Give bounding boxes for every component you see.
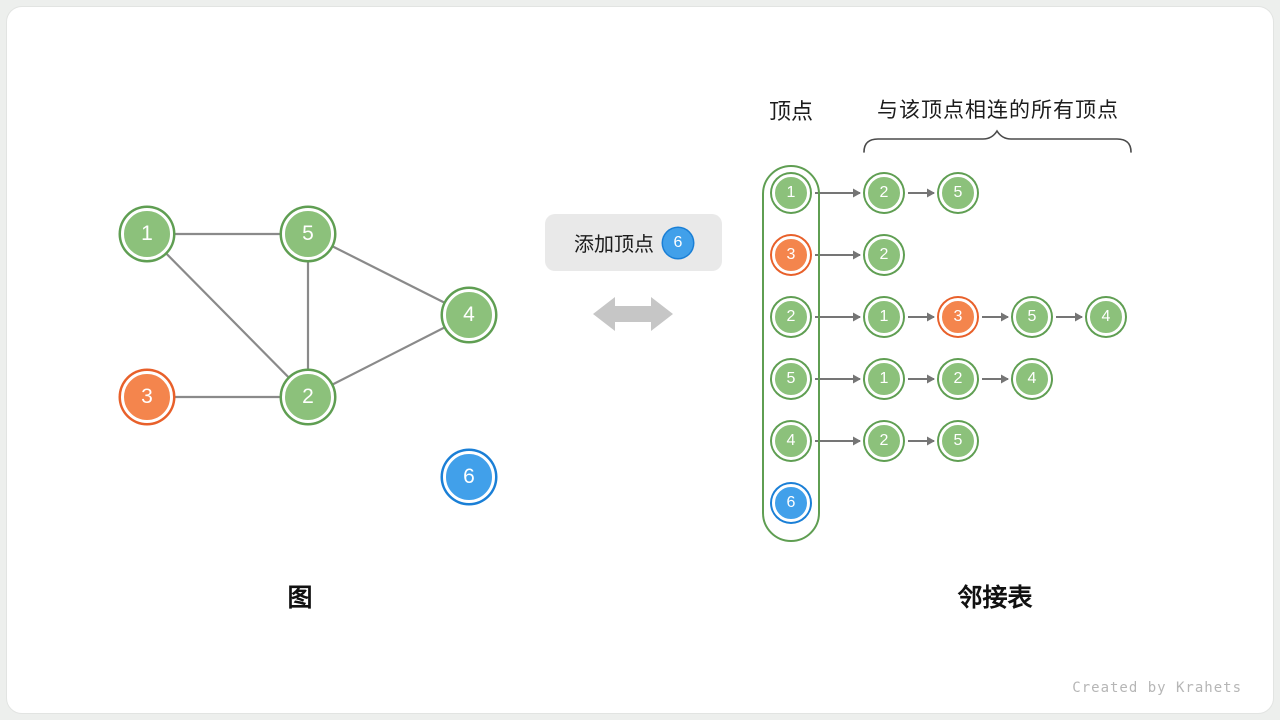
- vertex-column-header: 顶点: [768, 99, 813, 124]
- double-arrow-icon: [593, 297, 673, 331]
- vertex-6-badge: 6: [663, 227, 693, 258]
- adj-vertex-3: 3: [772, 236, 810, 274]
- vertex-column-outline: [762, 165, 820, 542]
- adj-neighbor-4-2: 2: [865, 422, 903, 460]
- adj-vertex-4: 4: [772, 422, 810, 460]
- adj-vertex-5: 5: [772, 360, 810, 398]
- graph-node-6: 6: [443, 451, 495, 503]
- adj-neighbor-3-2: 2: [865, 236, 903, 274]
- graph-edge-2-4: [307, 314, 470, 398]
- graph-title: 图: [287, 584, 313, 612]
- adjacency-list-title: 邻接表: [957, 584, 1033, 612]
- graph-edge-5-4: [307, 233, 470, 316]
- watermark: Created by Krahets: [1072, 680, 1242, 696]
- add-vertex-label: 添加顶点: [574, 234, 654, 256]
- adj-neighbor-1-2: 2: [865, 174, 903, 212]
- graph-node-3: 3: [121, 371, 173, 423]
- graph-edge-1-2: [146, 233, 309, 398]
- adj-neighbor-2-4: 4: [1087, 298, 1125, 336]
- adj-neighbor-2-5: 5: [1013, 298, 1051, 336]
- adj-neighbor-5-1: 1: [865, 360, 903, 398]
- adj-neighbor-5-4: 4: [1013, 360, 1051, 398]
- graph-node-2: 2: [282, 371, 334, 423]
- adj-neighbor-2-1: 1: [865, 298, 903, 336]
- brace: [863, 129, 1132, 153]
- adj-vertex-2: 2: [772, 298, 810, 336]
- adj-neighbor-2-3: 3: [939, 298, 977, 336]
- graph-node-4: 4: [443, 289, 495, 341]
- neighbors-column-header: 与该顶点相连的所有顶点: [877, 99, 1119, 122]
- graph-node-5: 5: [282, 208, 334, 260]
- background-card: [6, 6, 1274, 714]
- graph-node-1: 1: [121, 208, 173, 260]
- adj-neighbor-1-5: 5: [939, 174, 977, 212]
- adj-neighbor-5-2: 2: [939, 360, 977, 398]
- adj-neighbor-4-5: 5: [939, 422, 977, 460]
- add-vertex-box: 添加顶点 6: [545, 214, 722, 271]
